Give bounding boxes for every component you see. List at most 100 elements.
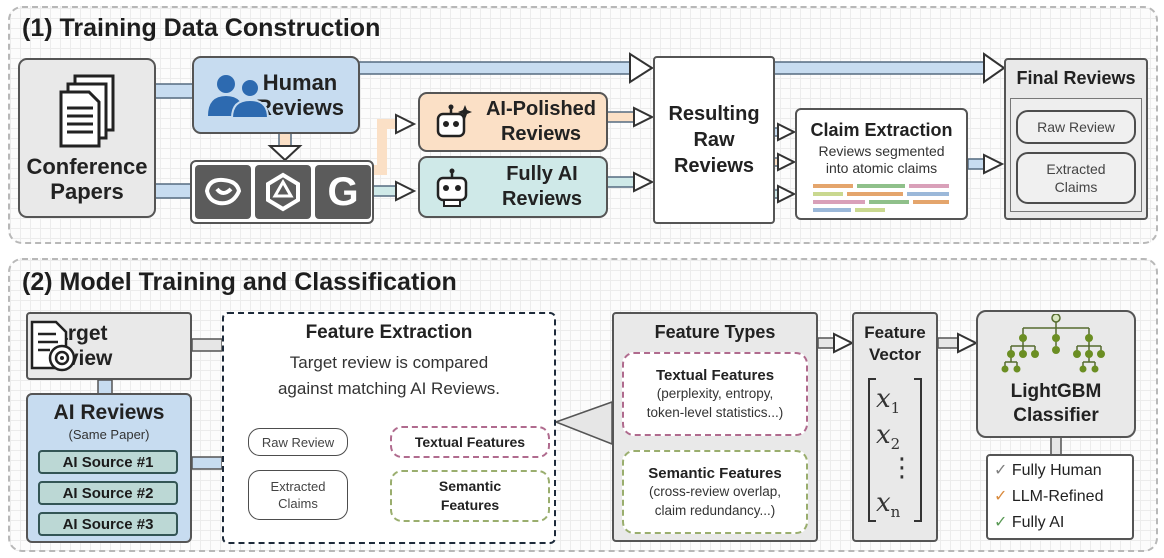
ft-textual-desc: (perplexity, entropy, token-level statis…	[646, 385, 784, 420]
check-orange-icon: ✓	[994, 488, 1008, 505]
whale-icon	[204, 177, 242, 206]
final-raw-review-pill: Raw Review	[1016, 110, 1136, 144]
ai-polished-label: AI-Polished Reviews	[485, 98, 596, 145]
bar-llms-fullyai	[371, 185, 399, 197]
fe-semantic-features-pill: Semantic Features	[390, 470, 550, 522]
claim-extraction-box: Claim Extraction Reviews segmented into …	[795, 108, 968, 220]
arrowhead-human-llms	[267, 145, 303, 162]
output-fully-human: ✓ Fully Human	[994, 460, 1102, 480]
final-extracted-claims-pill: Extracted Claims	[1016, 152, 1136, 204]
section2-title: (2) Model Training and Classification	[22, 268, 457, 296]
deepseek-logo	[195, 165, 251, 219]
ai-polished-box: AI-Polished Reviews	[418, 92, 608, 152]
ft-semantic-box: Semantic Features (cross-review overlap,…	[622, 450, 808, 534]
bar-papers-llms	[154, 183, 192, 199]
vector-bracket-right	[914, 378, 922, 522]
ai-reviews-subtitle: (Same Paper)	[68, 427, 150, 442]
resulting-raw-box: Resulting Raw Reviews	[653, 56, 775, 224]
arrowhead-llms-fullyai	[395, 180, 417, 202]
vector-entry-1: x1	[876, 384, 900, 417]
section1-title: (1) Training Data Construction	[22, 14, 381, 42]
document-stack-icon	[59, 74, 115, 148]
vector-entry-1-sub: 1	[890, 399, 901, 418]
check-gray-icon: ✓	[994, 462, 1008, 479]
fully-ai-label: Fully AI Reviews	[501, 163, 582, 210]
arrowhead-llms-polished	[395, 113, 417, 135]
feature-vector-title: Feature Vector	[864, 323, 926, 364]
output-fully-ai: ✓ Fully AI	[994, 512, 1064, 532]
section2-arrows	[97, 332, 1062, 501]
claim-extraction-desc: Reviews segmented into atomic claims	[818, 143, 945, 176]
feature-vector-box: Feature Vector	[852, 312, 938, 542]
resulting-raw-label: Resulting Raw Reviews	[668, 103, 760, 177]
model-training-panel	[8, 258, 1158, 552]
ai-source-2: AI Source #2	[38, 481, 178, 505]
fe-raw-review-pill: Raw Review	[248, 428, 348, 456]
outputs-box	[986, 454, 1134, 540]
arrowhead-resulting-final	[983, 52, 1006, 84]
g-letter-icon: G	[327, 169, 359, 214]
vector-bracket-left	[868, 378, 876, 522]
bar-resulting-final	[773, 61, 985, 75]
connector-fe-ft	[553, 400, 613, 446]
bar-clf-outputs	[1050, 436, 1062, 456]
final-reviews-title: Final Reviews	[1016, 68, 1136, 88]
vector-entry-2: x2	[876, 420, 900, 453]
robot-sparkle-icon	[436, 104, 472, 138]
arrowhead-fullyai-resulting	[633, 171, 655, 193]
bar-human-resulting	[357, 61, 631, 75]
arrowhead-resulting-claim-2	[777, 152, 797, 172]
arrowhead-ft-fv	[833, 332, 855, 354]
conference-papers-box: Conference Papers	[18, 58, 156, 218]
ai-source-1: AI Source #1	[38, 450, 178, 474]
arrowhead-resulting-claim-1	[777, 122, 797, 142]
human-reviews-box: Human Reviews	[192, 56, 360, 134]
bar-fullyai-resulting	[605, 176, 637, 188]
ai-reviews-title: AI Reviews	[53, 401, 165, 424]
vector-entry-2-var: x	[876, 420, 891, 450]
ft-semantic-title: Semantic Features	[648, 464, 782, 482]
output-fully-ai-label: Fully AI	[1011, 514, 1065, 531]
output-llm-refined: ✓ LLM-Refined	[994, 486, 1103, 506]
arrowhead-resulting-claim-3	[777, 184, 797, 204]
fully-ai-box: Fully AI Reviews	[418, 156, 608, 218]
ft-semantic-desc: (cross-review overlap, claim redundancy.…	[648, 483, 782, 518]
conference-papers-label: Conference Papers	[26, 154, 148, 204]
check-green-icon: ✓	[994, 514, 1008, 531]
claim-extraction-title: Claim Extraction	[810, 120, 953, 140]
feature-extraction-desc: Target review is compared against matchi…	[277, 353, 501, 398]
arrowhead-claim-final	[983, 153, 1005, 175]
bar-aireviews-fe	[191, 456, 223, 470]
output-llm-refined-label: LLM-Refined	[1011, 488, 1104, 505]
vector-entry-n-var: x	[876, 488, 891, 518]
vector-entry-2-sub: 2	[890, 435, 901, 454]
fe-textual-features-pill: Textual Features	[390, 426, 550, 458]
fe-extracted-claims-pill: Extracted Claims	[248, 470, 348, 520]
target-review-box: Target Review	[26, 312, 192, 380]
bar-target-aireviews	[97, 379, 113, 395]
decision-tree-icon	[1001, 314, 1105, 373]
vector-entry-n-sub: n	[890, 503, 901, 522]
document-target-icon	[30, 320, 76, 372]
arrowhead-human-resulting	[629, 52, 654, 84]
output-fully-human-label: Fully Human	[1011, 462, 1102, 479]
robot-icon	[436, 168, 468, 207]
feature-extraction-title: Feature Extraction	[305, 322, 473, 343]
bar-polished-resulting	[605, 111, 637, 123]
human-reviews-label: Human Reviews	[255, 70, 344, 120]
vector-dots: ⋮	[889, 452, 915, 482]
vector-entry-n: xn	[876, 488, 900, 521]
claim-segments-graphic	[812, 184, 949, 212]
classifier-label: LightGBM Classifier	[1010, 381, 1102, 426]
arrowhead-fv-clf	[957, 332, 979, 354]
qwen-logo	[255, 165, 311, 219]
hexagon-star-icon	[266, 172, 300, 212]
ai-source-3: AI Source #3	[38, 512, 178, 536]
bar-human-llms	[278, 132, 292, 148]
bar-papers-human	[154, 83, 194, 99]
bar-fv-clf	[937, 337, 961, 349]
gemini-logo: G	[315, 165, 371, 219]
feature-types-title: Feature Types	[654, 322, 776, 342]
ft-textual-title: Textual Features	[655, 366, 775, 384]
arrowhead-polished-resulting	[633, 106, 655, 128]
